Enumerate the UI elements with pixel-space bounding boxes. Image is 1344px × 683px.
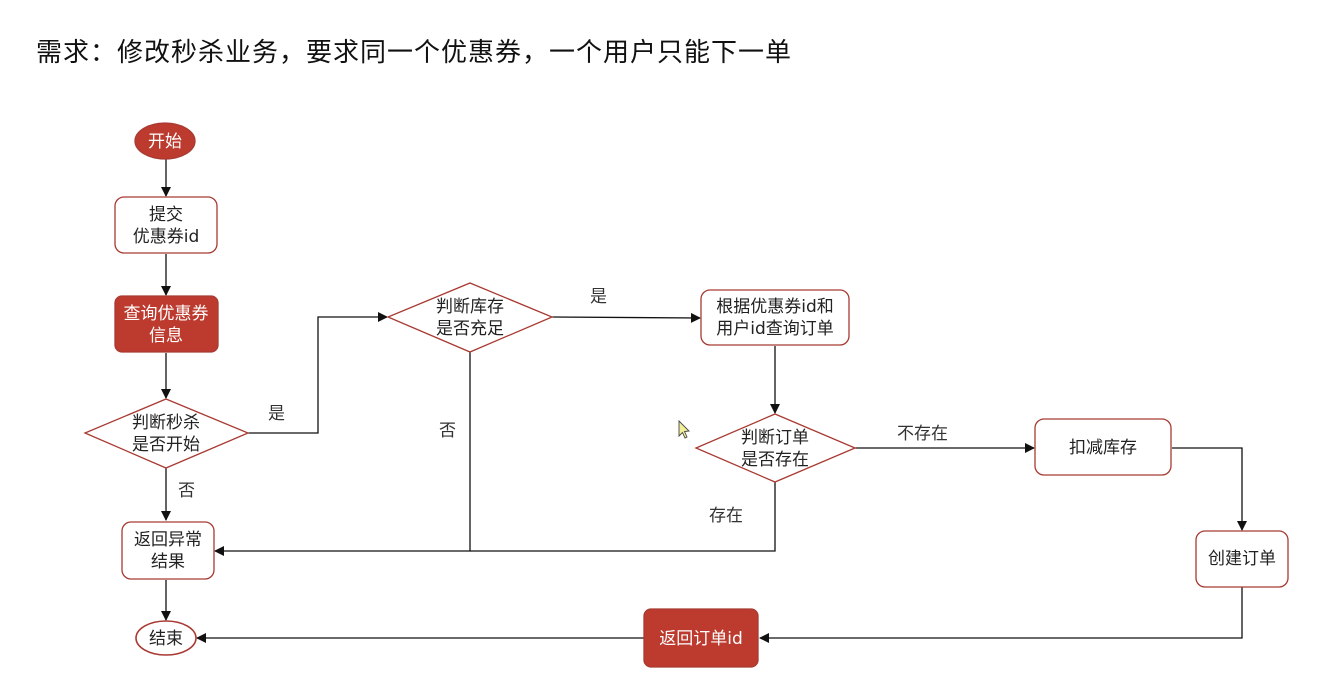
- check-seckill-started-node: 判断秒杀 是否开始: [83, 398, 250, 469]
- check-stock-node: 判断库存 是否充足: [386, 282, 554, 353]
- edge-check-order-exists-to-return-error: [470, 482, 776, 552]
- return-order-id-node: 返回订单id: [643, 608, 759, 668]
- end-node-label: 结束: [149, 629, 183, 649]
- deduct-stock-node: 扣减库存: [1034, 418, 1172, 476]
- check-seckill-started-line2: 是否开始: [132, 435, 200, 455]
- return-order-id-label: 返回订单id: [659, 629, 743, 649]
- edges: [161, 159, 1247, 643]
- edge-label-started-yes: 是: [268, 404, 285, 424]
- submit-coupon-label-line1: 提交: [149, 205, 183, 225]
- submit-coupon-label-line2: 优惠券id: [133, 227, 200, 247]
- page-title: 需求：修改秒杀业务，要求同一个优惠券，一个用户只能下一单: [36, 38, 793, 68]
- query-coupon-node: 查询优惠券 信息: [114, 295, 219, 353]
- mouse-pointer-icon: [678, 419, 690, 439]
- query-order-node: 根据优惠券id和 用户id查询订单: [700, 289, 850, 346]
- query-order-label-line2: 用户id查询订单: [716, 319, 834, 339]
- edge-check-stock-yes-to-query-order: [551, 312, 701, 323]
- edge-label-stock-yes: 是: [590, 287, 607, 307]
- create-order-node: 创建订单: [1195, 530, 1289, 588]
- check-order-exists-line2: 是否存在: [741, 450, 809, 470]
- query-order-label-line1: 根据优惠券id和: [716, 297, 834, 317]
- edge-label-started-no: 否: [178, 481, 195, 501]
- edge-deduct-stock-to-create-order: [1172, 447, 1247, 531]
- query-coupon-label-line1: 查询优惠券: [124, 304, 209, 324]
- start-node: 开始: [134, 122, 196, 160]
- check-stock-line1: 判断库存: [436, 297, 504, 317]
- start-node-label: 开始: [148, 132, 182, 152]
- return-error-node: 返回异常 结果: [121, 521, 215, 580]
- edge-check-started-yes-to-check-stock: [248, 312, 388, 434]
- check-stock-line2: 是否充足: [436, 319, 504, 339]
- check-order-exists-line1: 判断订单: [741, 428, 809, 448]
- deduct-stock-label: 扣减库存: [1069, 438, 1137, 458]
- submit-coupon-node: 提交 优惠券id: [114, 196, 218, 254]
- check-order-exists-node: 判断订单 是否存在: [694, 413, 857, 483]
- edge-label-order-exists: 存在: [709, 506, 743, 526]
- edge-create-order-to-return-order: [759, 587, 1243, 643]
- edge-check-stock-no-to-return-error: [214, 352, 471, 556]
- end-node: 结束: [135, 620, 197, 656]
- create-order-label: 创建订单: [1208, 549, 1276, 569]
- return-error-label-line2: 结果: [151, 552, 185, 572]
- edge-label-stock-no: 否: [439, 421, 456, 441]
- edge-label-order-not-exists: 不存在: [897, 424, 948, 444]
- check-seckill-started-line1: 判断秒杀: [132, 413, 200, 433]
- query-coupon-label-line2: 信息: [149, 326, 183, 346]
- return-error-label-line1: 返回异常: [134, 530, 202, 550]
